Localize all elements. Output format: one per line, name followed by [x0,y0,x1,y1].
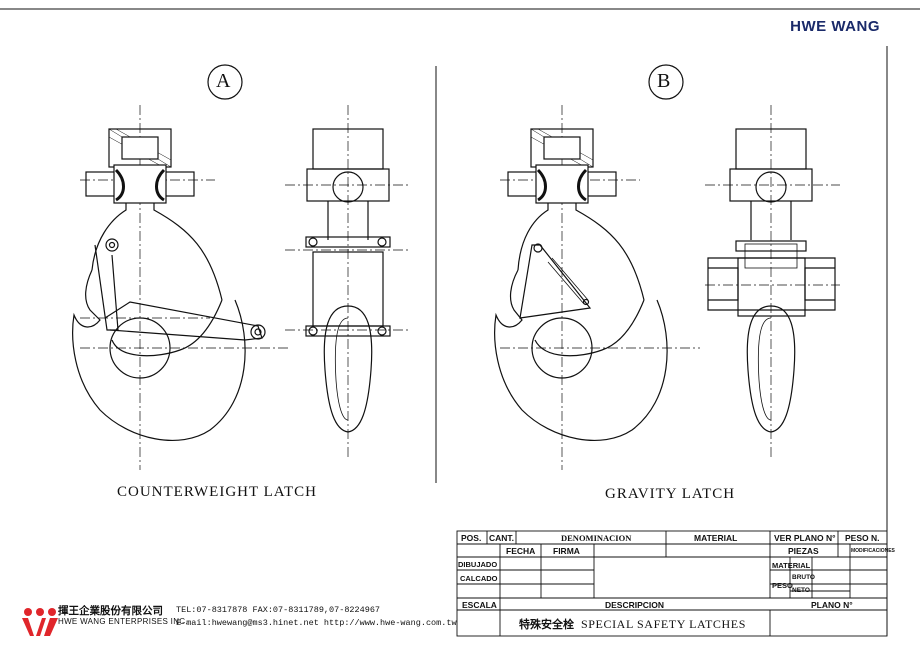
tb-fecha: FECHA [506,546,536,556]
view-a-marker-circle [207,64,243,100]
tb-dibujado: DIBUJADO [458,560,498,569]
tb-neto: NETO [792,587,810,594]
company-logo [22,608,58,636]
view-b-marker-circle [648,64,684,100]
view-a-marker: A [216,70,232,92]
view-a-caption: COUNTERWEIGHT LATCH [117,484,317,500]
company-name-zh: 揮王企業股份有限公司 [58,605,163,617]
tb-ver-plano: VER PLANO N° [774,533,836,543]
tb-cant: CANT. [489,533,515,543]
tb-material-row: MATERIAL [772,561,811,570]
company-contact-phone: TEL:07-8317878 FAX:07-8311789,07-8224967 [176,605,381,615]
company-contact-web: E-mail:hwewang@ms3.hinet.net http://www.… [176,618,457,628]
tb-peso-n: PESO N. [845,533,880,543]
brand-name: HWE WANG [790,18,880,35]
tb-material: MATERIAL [694,533,738,543]
tb-piezas: PIEZAS [788,546,819,556]
view-b-front-hook [705,105,840,460]
tb-descripcion: DESCRIPCION [605,600,665,610]
tb-description-zh: 特殊安全栓 [519,618,574,631]
tb-plano-n: PLANO N° [811,600,853,610]
view-b-side-hook [494,105,700,470]
tb-modificaciones: MODIFICACIONES [851,548,895,554]
view-a-front-hook [285,105,410,460]
tb-calcado: CALCADO [460,574,498,583]
tb-firma: FIRMA [553,546,580,556]
tb-pos: POS. [461,533,482,543]
view-b-caption: GRAVITY LATCH [605,486,736,502]
tb-description-en: SPECIAL SAFETY LATCHES [581,617,746,631]
tb-peso: PESO [772,581,793,590]
tb-escala: ESCALA [462,600,497,610]
title-block-grid [456,530,888,637]
tb-denominacion: DENOMINACION [561,533,632,543]
view-b-marker: B [657,70,672,92]
tb-bruto: BRUTO [792,574,815,581]
tb-description: 特殊安全栓 SPECIAL SAFETY LATCHES [519,616,746,632]
view-a-side-hook [72,105,290,470]
company-name-en: HWE WANG ENTERPRISES INC. [58,617,188,626]
